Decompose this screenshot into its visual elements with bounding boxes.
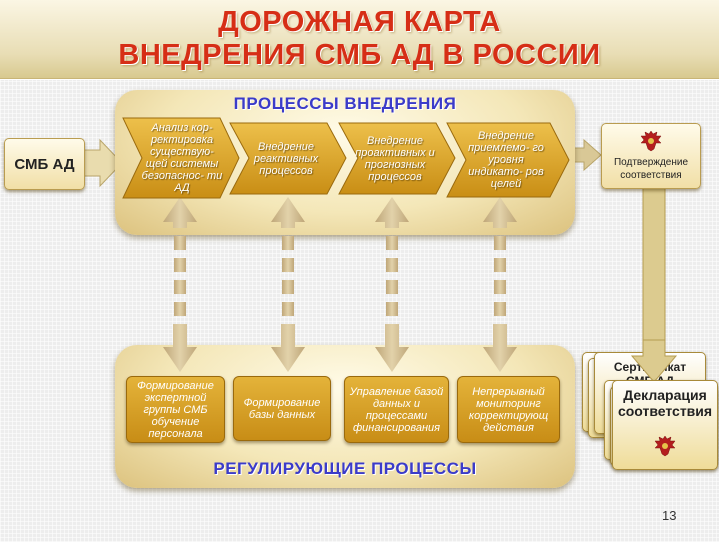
step-1-text: Анализ кор- ректировка существую- щей си… [141,122,223,194]
double-arrow-1-icon [163,197,197,372]
double-arrow-4-icon [483,197,517,372]
step-1-chevron: Анализ кор- ректировка существую- щей си… [122,117,240,199]
chevron-shape-icon [229,122,347,195]
regulating-label: РЕГУЛИРУЮЩИЕ ПРОЦЕССЫ [213,459,477,478]
step-4-chevron: Внедрение приемлемо- го уровня индикато-… [446,122,570,198]
declaration-label: Декларация соответствия [617,387,713,419]
title-line-2: ВНЕДРЕНИЯ СМБ АД В РОССИИ [118,39,601,71]
step-4-text: Внедрение приемлемо- го уровня индикато-… [468,130,544,190]
double-arrow-3-icon [375,197,409,372]
confirmation-label: Подтверждение соответствия [613,157,689,181]
title-line-1: ДОРОЖНАЯ КАРТА [218,6,501,38]
emblem-icon [640,130,662,152]
regulating-item-1: Формирование экспертной группы СМБ обуче… [126,376,225,443]
input-arrow-icon [82,138,123,188]
step-3-text: Внедрение проактивных и прогнозных проце… [355,134,435,183]
declaration-card: Декларация соответствия [612,380,718,470]
step-3-chevron: Внедрение проактивных и прогнозных проце… [338,122,456,195]
regulating-item-4: Непрерывный мониторинг корректирующ дейс… [457,376,560,443]
regulating-item-3: Управление базой данных и процессами фин… [344,376,449,443]
slide-title: ДОРОЖНАЯ КАРТА ВНЕДРЕНИЯ СМБ АД В РОССИИ [0,6,719,72]
implementation-label: ПРОЦЕССЫ ВНЕДРЕНИЯ [233,94,457,113]
step-2-chevron: Внедрение реактивных процессов [229,122,347,195]
declaration-emblem-icon [654,435,676,457]
confirmation-box: Подтверждение соответствия [601,123,701,189]
regulating-item-2: Формирование базы данных [233,376,331,441]
chevron-shape-icon [446,122,570,198]
step-2-text: Внедрение реактивных процессов [253,140,319,177]
output-arrow-icon [573,138,602,172]
double-arrow-2-icon [271,197,305,372]
chevron-shape-icon [122,117,240,199]
chevron-shape-icon [338,122,456,195]
page-number: 13 [662,508,677,523]
smb-ad-box: СМБ АД [4,138,85,190]
down-arrow-tip-icon [630,339,678,383]
title-band: ДОРОЖНАЯ КАРТА ВНЕДРЕНИЯ СМБ АД В РОССИИ [0,0,719,79]
